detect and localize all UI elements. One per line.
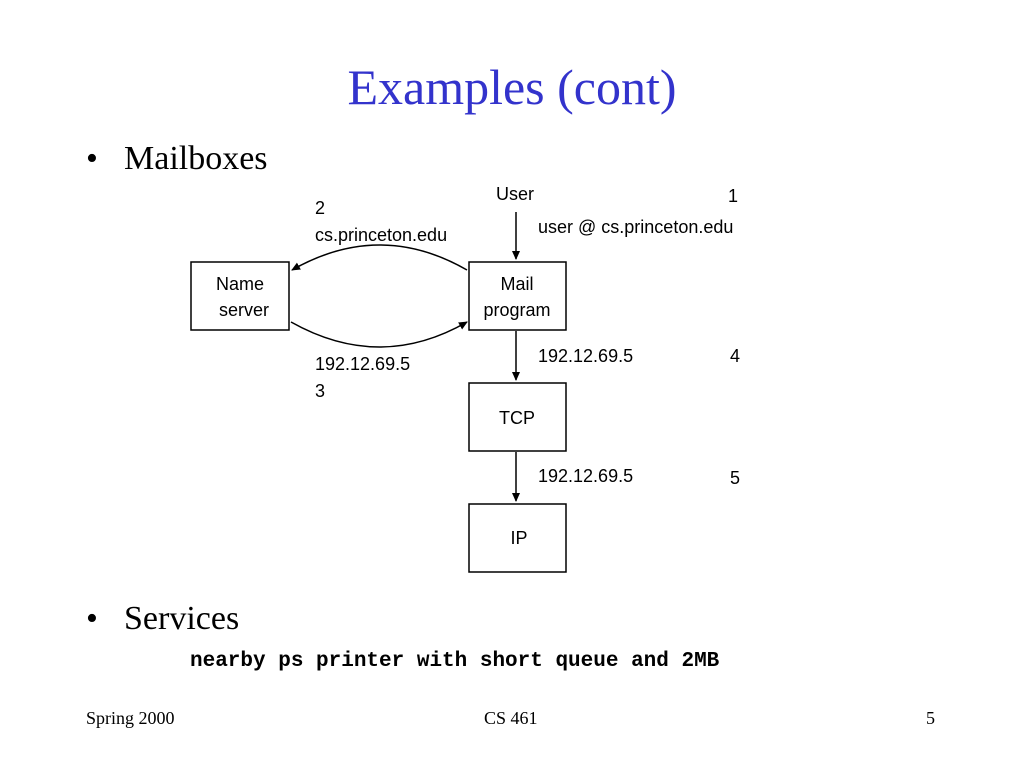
step3-number: 3: [315, 381, 325, 401]
step4-number: 4: [730, 346, 740, 366]
step2-number: 2: [315, 198, 325, 218]
name-server-box: [190, 261, 290, 331]
footer-course: CS 461: [484, 708, 538, 728]
ip-box: [468, 503, 567, 573]
ip-label: IP: [510, 528, 527, 548]
step1-number: 1: [728, 186, 738, 206]
step3-text: 192.12.69.5: [315, 354, 410, 374]
tcp-label: TCP: [499, 408, 535, 428]
bullet-label: Mailboxes: [124, 140, 268, 177]
step2-text: cs.princeton.edu: [315, 225, 447, 245]
name-server-label-line2: server: [219, 300, 269, 320]
bullet-services: • Services: [86, 602, 239, 636]
step1-text: user @ cs.princeton.edu: [538, 217, 733, 237]
tcp-box: [468, 382, 567, 452]
arrow-nameserver-to-mail: [290, 321, 468, 348]
services-detail-text: nearby ps printer with short queue and 2…: [190, 650, 720, 673]
bullet-label: Services: [124, 600, 240, 637]
mail-program-box: [468, 261, 567, 331]
step5-text: 192.12.69.5: [538, 466, 633, 486]
bullet-glyph: •: [86, 140, 98, 177]
mail-program-label-line2: program: [483, 300, 550, 320]
bullet-mailboxes: • Mailboxes: [86, 142, 268, 176]
footer-date: Spring 2000: [86, 708, 175, 728]
user-label: User: [496, 184, 534, 204]
bullet-glyph: •: [86, 600, 98, 637]
slide-title: Examples (cont): [347, 59, 677, 115]
arrow-mail-to-nameserver: [291, 244, 468, 271]
step5-number: 5: [730, 468, 740, 488]
name-server-label-line1: Name: [216, 274, 264, 294]
footer-page-number: 5: [926, 708, 935, 728]
step4-text: 192.12.69.5: [538, 346, 633, 366]
mail-program-label-line1: Mail: [500, 274, 533, 294]
